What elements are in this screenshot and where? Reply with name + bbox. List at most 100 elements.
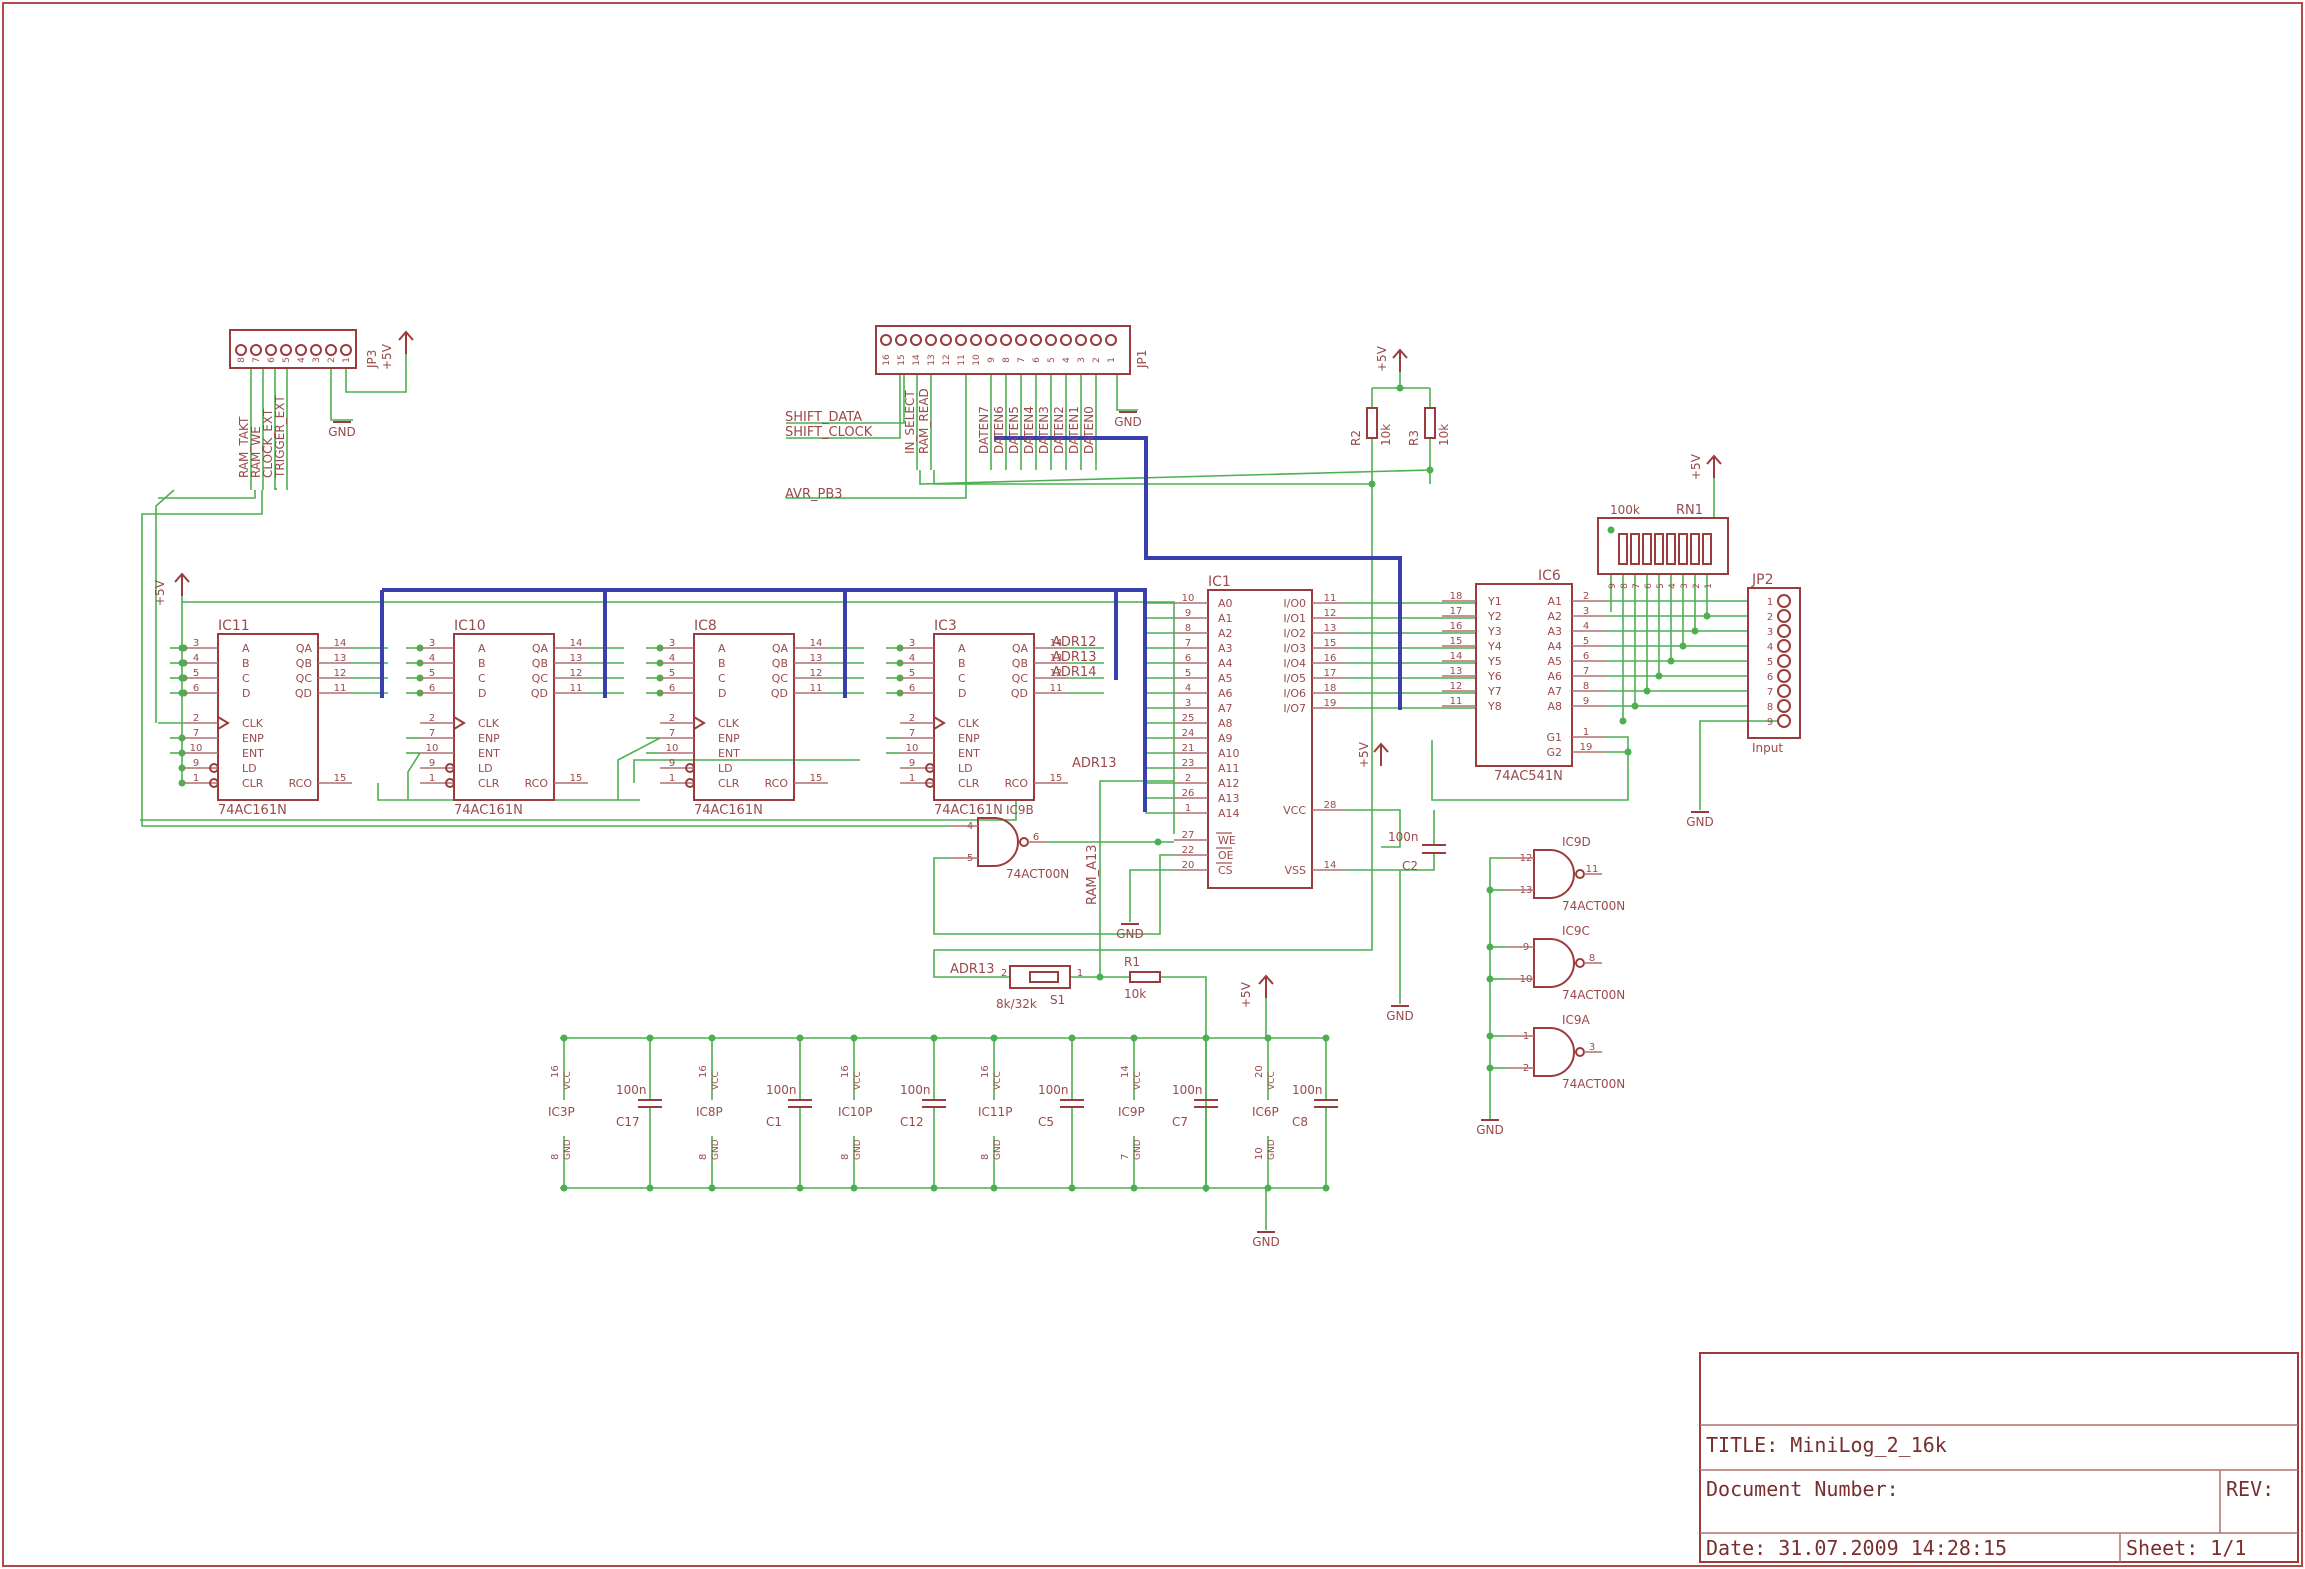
pin-number: 9 — [429, 758, 435, 769]
counter-pin-label: LD — [478, 762, 493, 775]
pin-number: 15 — [1050, 773, 1063, 784]
ram-pin-label: A3 — [1218, 642, 1233, 655]
wire — [1606, 736, 1629, 753]
clock-triangle — [453, 716, 466, 730]
wire — [377, 783, 640, 801]
junction-dot — [1655, 672, 1663, 680]
buffer-pin-label: Y5 — [1487, 655, 1502, 668]
pin-number: 7 — [1120, 1154, 1131, 1160]
wire — [786, 374, 967, 499]
counter-pin-label: RCO — [1005, 777, 1029, 790]
rev-text: REV: — [2226, 1477, 2274, 1501]
signal-labels: SHIFT_DATA SHIFT_CLOCK AVR_PB3 ADR12 ADR… — [785, 410, 1116, 977]
pin-number: 20 — [1182, 860, 1195, 871]
pin-number: 8 — [1589, 953, 1595, 964]
pin-number: 12 — [1324, 608, 1337, 619]
supply-label: +5V — [153, 579, 167, 606]
pin-number: 7 — [1017, 357, 1027, 363]
pin-number: 9 — [1767, 717, 1773, 728]
address-bus — [382, 588, 1147, 812]
ram-pin-label: A10 — [1218, 747, 1240, 760]
wire — [786, 374, 905, 424]
ram-pin-label: A8 — [1218, 717, 1233, 730]
switch-name: S1 — [1050, 993, 1065, 1007]
capacitor-value: 100n — [1292, 1083, 1323, 1097]
junction-dot — [178, 749, 186, 757]
pin-number: 1 — [1767, 597, 1773, 608]
connector-pin — [340, 344, 352, 356]
pin-number: 6 — [1185, 653, 1191, 664]
pin-number: 4 — [193, 653, 199, 664]
capacitor-value: 100n — [616, 1083, 647, 1097]
pin-number: 14 — [810, 638, 823, 649]
connector-signal-label: CLOCK_EXT — [261, 408, 275, 478]
pin-number: 2 — [1092, 357, 1102, 363]
buffer-pin-label: Y6 — [1487, 670, 1502, 683]
pin-number: 12 — [942, 354, 952, 365]
nand-gate-ic9d — [1533, 849, 1575, 899]
pin-number: 5 — [193, 668, 199, 679]
junction-dot — [1703, 612, 1711, 620]
pin-number: 14 — [1120, 1065, 1131, 1078]
pin-number: 14 — [912, 354, 922, 366]
counter-pin-label: RCO — [525, 777, 549, 790]
pin-number: 22 — [1182, 845, 1195, 856]
counter-pin-label: QA — [296, 642, 313, 655]
counter-pin-label: ENP — [242, 732, 264, 745]
gnd-label: GND — [1686, 815, 1714, 829]
pin-number: 11 — [1324, 593, 1337, 604]
capacitor-name: C1 — [766, 1115, 782, 1129]
switch-value: 8k/32k — [996, 997, 1037, 1011]
wire — [933, 470, 1372, 485]
ram-pin-label: VSS — [1285, 864, 1307, 877]
wire — [933, 854, 1174, 935]
supply-pin-label: VCC — [1133, 1071, 1143, 1090]
counter-pin-label: D — [958, 687, 966, 700]
supply-pin-label: GND — [853, 1139, 863, 1160]
pin-number: 8 — [1583, 681, 1589, 692]
connector-pin — [985, 334, 997, 346]
pin-number: 3 — [1583, 606, 1589, 617]
pin-number: 4 — [429, 653, 435, 664]
pin-number: 2 — [909, 713, 915, 724]
pin-number: 15 — [1324, 638, 1337, 649]
buffer-pin-label: A4 — [1547, 640, 1562, 653]
adr12-label: ADR12 — [1052, 635, 1096, 650]
resistor-element — [1690, 533, 1700, 565]
junction-dot — [1667, 657, 1675, 665]
pin-number: 8 — [840, 1154, 851, 1160]
wire — [182, 601, 1175, 834]
connector-pin — [280, 344, 292, 356]
counter-part: 74AC161N — [694, 803, 763, 818]
supply-part-name: IC10P — [838, 1105, 872, 1119]
pin-number: 2 — [1583, 591, 1589, 602]
junction-dot — [990, 1034, 998, 1042]
junction-dot — [1643, 687, 1651, 695]
gate-name: IC9D — [1562, 835, 1591, 849]
inversion-bubble — [209, 778, 219, 788]
pin-number: 6 — [1644, 583, 1654, 589]
buses-layer — [380, 436, 1402, 812]
pin-number: 23 — [1182, 758, 1195, 769]
wire — [1099, 780, 1174, 977]
supply-pin-label: VCC — [563, 1071, 573, 1090]
counter-pin-label: ENT — [478, 747, 500, 760]
pin-number: 11 — [1050, 683, 1063, 694]
counter-pin-label: B — [478, 657, 486, 670]
connector-pin — [1090, 334, 1102, 346]
counter-part: 74AC161N — [934, 803, 1003, 818]
connector-signal-label: DATEN4 — [1022, 406, 1036, 454]
connector-name: JP1 — [1135, 350, 1149, 369]
counter-pin-label: ENP — [958, 732, 980, 745]
pin-number: 10 — [426, 743, 439, 754]
pin-number: 15 — [1450, 636, 1463, 647]
pin-number: 13 — [810, 653, 823, 664]
connector-pin — [1045, 334, 1057, 346]
pin-number: 6 — [669, 683, 675, 694]
connector-signal-label: IN_SELECT — [903, 390, 917, 454]
pin-number: 14 — [570, 638, 583, 649]
buffer-pin-label: A8 — [1547, 700, 1562, 713]
connector-pin — [265, 344, 277, 356]
supply-pin-label: GND — [563, 1139, 573, 1160]
ram-pin-label: WE — [1218, 834, 1236, 847]
